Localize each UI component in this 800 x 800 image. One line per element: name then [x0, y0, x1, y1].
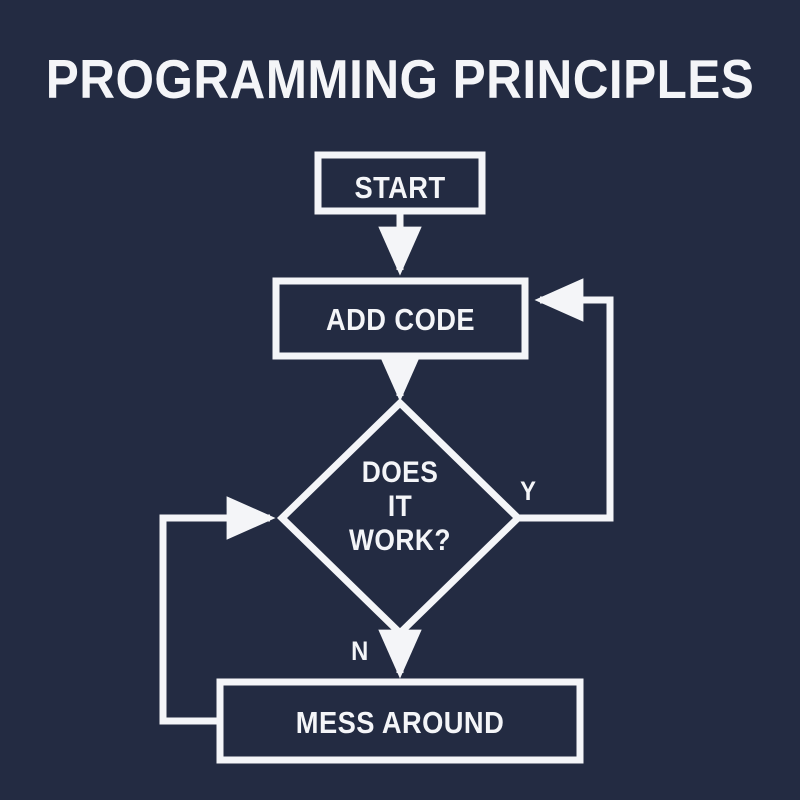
edge-label-no: N — [351, 636, 369, 666]
page-title: PROGRAMMING PRINCIPLES — [45, 48, 755, 110]
edge-label-yes: Y — [520, 476, 536, 506]
node-does-it-work-shape — [276, 398, 524, 638]
edge-decision-yes-to-add-code — [518, 278, 614, 522]
node-start-shape — [314, 151, 486, 215]
node-add-code-shape — [272, 277, 529, 360]
edge-mess-around-to-decision — [159, 496, 276, 725]
node-mess-around-shape — [216, 678, 584, 764]
